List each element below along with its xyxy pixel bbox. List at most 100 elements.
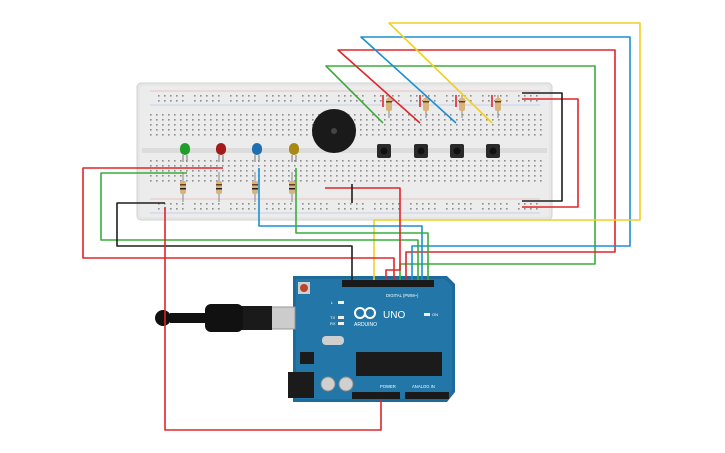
breadboard-hole (222, 134, 224, 136)
breadboard-hole (420, 175, 422, 177)
breadboard-hole (236, 203, 238, 205)
arduino-uno-board[interactable]: ARDUINO UNO DIGITAL (PWM~) POWER ANALOG … (288, 276, 455, 402)
breadboard-hole (396, 134, 398, 136)
breadboard-hole (420, 124, 422, 126)
breadboard-hole (474, 114, 476, 116)
pushbutton[interactable] (377, 144, 391, 158)
wire-red-5v[interactable] (164, 207, 382, 431)
breadboard-hole (402, 175, 404, 177)
breadboard-hole (518, 208, 520, 210)
wire-black-rail-right[interactable] (522, 92, 563, 202)
wire-red-rail-right[interactable] (522, 98, 579, 208)
breadboard-hole (270, 119, 272, 121)
breadboard-hole (314, 100, 316, 102)
breadboard-hole (492, 170, 494, 172)
breadboard-hole (398, 95, 400, 97)
yellow-led[interactable] (289, 143, 299, 162)
resistor[interactable] (423, 95, 429, 118)
pushbutton[interactable] (486, 144, 500, 158)
wire-black-ground[interactable] (116, 202, 353, 280)
breadboard-hole (432, 114, 434, 116)
breadboard-hole (294, 175, 296, 177)
breadboard-hole (438, 134, 440, 136)
breadboard-hole (494, 208, 496, 210)
breadboard-hole (270, 114, 272, 116)
breadboard-hole (372, 160, 374, 162)
breadboard-hole (284, 208, 286, 210)
breadboard-hole (276, 114, 278, 116)
wire-yellow-button4[interactable] (373, 22, 641, 280)
breadboard-hole (470, 100, 472, 102)
wire-red-buzzer[interactable] (325, 187, 401, 280)
resistor[interactable] (252, 172, 258, 202)
wire-green-led2[interactable] (100, 172, 419, 280)
breadboard-hole (510, 134, 512, 136)
breadboard-hole (300, 165, 302, 167)
piezo-buzzer[interactable] (312, 109, 356, 153)
green-led[interactable] (180, 143, 190, 162)
breadboard-hole (174, 124, 176, 126)
breadboard[interactable] (136, 82, 553, 221)
breadboard-hole (414, 134, 416, 136)
breadboard-hole (180, 134, 182, 136)
breadboard-hole (390, 160, 392, 162)
breadboard-hole (186, 124, 188, 126)
resistor[interactable] (289, 172, 295, 202)
rail-jumpers (382, 95, 493, 107)
breadboard-hole (420, 170, 422, 172)
breadboard-hole (162, 129, 164, 131)
resistor[interactable] (495, 95, 501, 118)
breadboard-hole (498, 160, 500, 162)
resistor[interactable] (216, 172, 222, 202)
breadboard-hole (164, 95, 166, 97)
breadboard-hole (270, 124, 272, 126)
breadboard-hole (264, 180, 266, 182)
breadboard-hole (438, 119, 440, 121)
breadboard-hole (510, 170, 512, 172)
breadboard-hole (446, 100, 448, 102)
breadboard-hole (258, 165, 260, 167)
breadboard-hole (510, 180, 512, 182)
breadboard-hole (372, 119, 374, 121)
wire-green-led4[interactable] (295, 168, 429, 280)
reset-button[interactable] (300, 284, 308, 292)
breadboard-hole (308, 208, 310, 210)
breadboard-hole (488, 100, 490, 102)
breadboard-hole (354, 165, 356, 167)
breadboard-hole (294, 129, 296, 131)
breadboard-hole (210, 160, 212, 162)
breadboard-hole (530, 203, 532, 205)
breadboard-hole (336, 180, 338, 182)
resistor[interactable] (459, 95, 465, 118)
breadboard-hole (366, 114, 368, 116)
breadboard-hole (492, 134, 494, 136)
red-led[interactable] (216, 143, 226, 162)
breadboard-hole (522, 160, 524, 162)
breadboard-hole (204, 165, 206, 167)
resistor[interactable] (180, 172, 186, 202)
wire-red-button2[interactable] (337, 49, 616, 280)
blue-led[interactable] (252, 143, 262, 162)
breadboard-hole (150, 129, 152, 131)
breadboard-hole (504, 165, 506, 167)
usb-cable[interactable] (155, 304, 296, 332)
wire-blue-led3[interactable] (258, 168, 423, 280)
breadboard-hole (378, 134, 380, 136)
pushbutton[interactable] (414, 144, 428, 158)
resistor[interactable] (386, 95, 392, 118)
power-header[interactable] (352, 392, 400, 399)
power-jack[interactable] (288, 372, 314, 398)
breadboard-hole (536, 100, 538, 102)
breadboard-hole (474, 160, 476, 162)
breadboard-hole (372, 114, 374, 116)
pushbutton[interactable] (450, 144, 464, 158)
breadboard-hole (180, 170, 182, 172)
breadboard-hole (356, 208, 358, 210)
digital-header[interactable] (342, 280, 434, 287)
breadboard-hole (434, 100, 436, 102)
analog-header[interactable] (405, 392, 449, 399)
breadboard-hole (228, 170, 230, 172)
breadboard-hole (504, 124, 506, 126)
wire-red-led1[interactable] (82, 167, 395, 280)
wire-blue-button3[interactable] (360, 36, 631, 280)
